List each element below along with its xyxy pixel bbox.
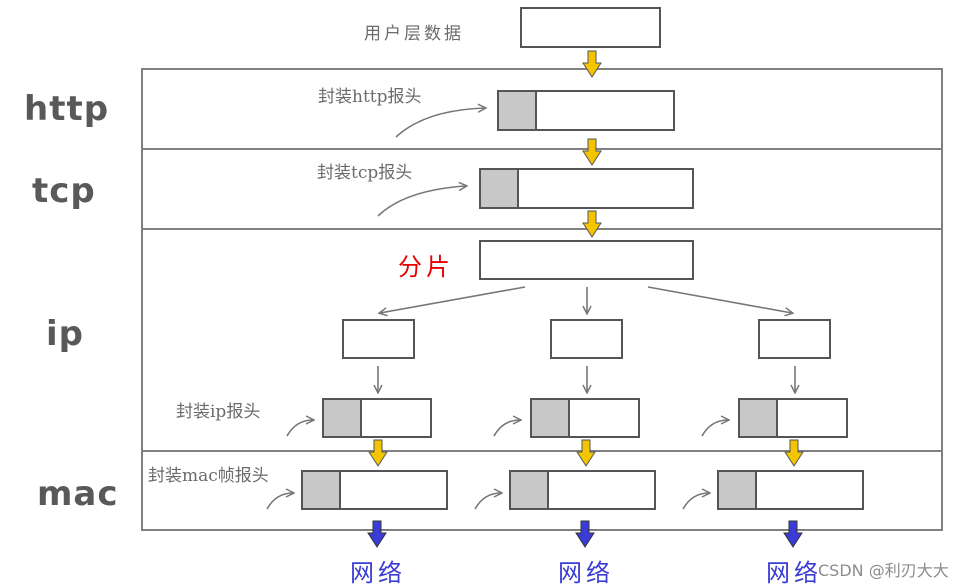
curve-arrow-http: [395, 108, 485, 138]
fragment-box-3: [758, 319, 831, 359]
wrap-ip-label: 封装ip报头: [176, 402, 261, 422]
layers-frame: [141, 68, 943, 531]
network-label-3: 网络: [766, 559, 822, 587]
ip-packet-3: [738, 398, 848, 438]
fragment-label: 分片: [398, 253, 454, 281]
curve-arrow-mac-2: [474, 493, 501, 510]
layer-label-mac: mac: [37, 474, 119, 514]
http-header-block: [497, 90, 537, 131]
tcp-header-block: [479, 168, 519, 209]
http-packet: [497, 90, 675, 131]
mac-packet-2: [509, 470, 656, 510]
down-arrow-ip-to-mac-1: [368, 439, 388, 467]
curve-arrow-ip-3: [701, 420, 728, 437]
wrap-tcp-label: 封装tcp报头: [317, 163, 413, 183]
layer-label-ip: ip: [46, 314, 84, 354]
down-arrow-tcp-to-ip: [582, 210, 602, 238]
network-label-2: 网络: [558, 559, 614, 587]
fragment-box-1: [342, 319, 415, 359]
wrap-http-label: 封装http报头: [318, 87, 422, 107]
curve-arrow-ip-2: [493, 420, 520, 437]
watermark: CSDN @利刃大大: [818, 561, 949, 580]
tcp-packet: [479, 168, 694, 209]
fragment-arrow-right: [647, 286, 792, 313]
fragment-source-box: [479, 240, 694, 280]
down-arrow-ip-to-mac-2: [576, 439, 596, 467]
curve-arrow-mac-3: [682, 493, 709, 510]
curve-arrow-ip-1: [286, 420, 313, 437]
down-arrow-ip-to-mac-3: [784, 439, 804, 467]
down-arrow-to-network-2: [575, 520, 595, 548]
layer-label-tcp: tcp: [32, 171, 96, 211]
fragment-arrow-left: [380, 286, 526, 313]
down-arrow-http-to-tcp: [582, 138, 602, 166]
down-arrow-to-network-1: [367, 520, 387, 548]
down-arrow-to-network-3: [783, 520, 803, 548]
wrap-mac-label: 封装mac帧报头: [148, 466, 269, 486]
fragment-box-2: [550, 319, 623, 359]
down-arrow-user-to-http: [582, 50, 602, 78]
user-data-box: [520, 7, 661, 48]
ip-packet-1: [322, 398, 432, 438]
layer-label-http: http: [24, 89, 110, 129]
network-label-1: 网络: [350, 559, 406, 587]
mac-packet-3: [717, 470, 864, 510]
user-data-label: 用户层数据: [364, 24, 464, 44]
curve-arrow-tcp: [377, 186, 466, 217]
curve-arrow-mac-1: [266, 493, 293, 510]
ip-packet-2: [530, 398, 640, 438]
mac-packet-1: [301, 470, 448, 510]
